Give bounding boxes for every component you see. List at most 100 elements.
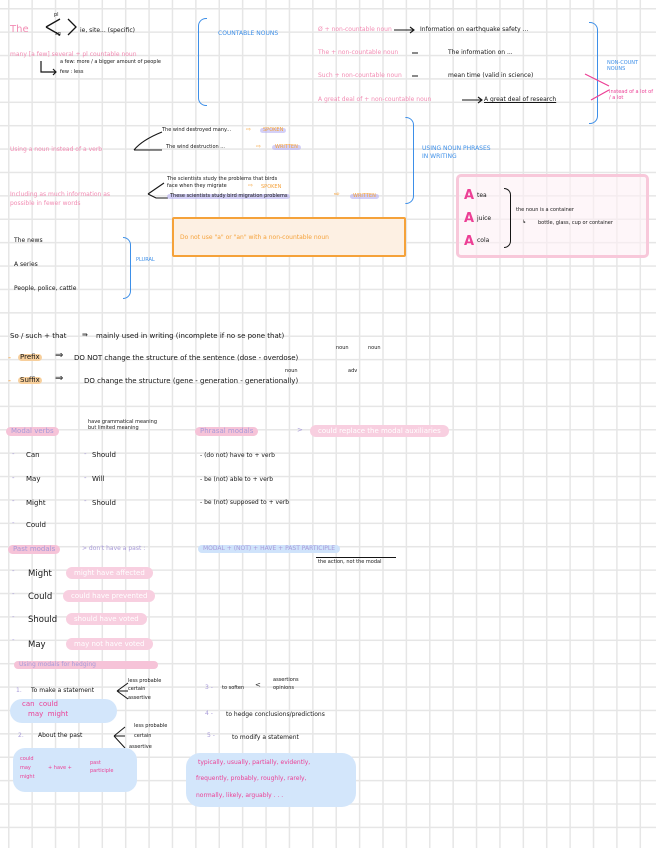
level-assertive: assertive	[128, 695, 151, 701]
level-certain-2: certain	[134, 733, 152, 739]
tag-spoken-2: SPOKEN	[261, 184, 282, 190]
countable-brace-icon	[198, 18, 207, 106]
so-such-rest: mainly used in writing (incomplete if no…	[96, 332, 285, 340]
past-modal-could: Could	[28, 592, 53, 602]
past-participle-1: past	[90, 760, 101, 766]
suffix-rest: DO change the structure (gene - generati…	[84, 377, 299, 385]
container-note-1: the noun is a container	[516, 207, 574, 213]
bullet-dash: -	[12, 450, 15, 458]
past-modals-heading: Past modals	[8, 545, 61, 554]
phrasal-item-2: - be (not) able to + verb	[200, 476, 274, 483]
noncount-example-3: mean time (valid in science)	[448, 72, 534, 79]
article-a: A	[464, 188, 475, 203]
modal-should: Should	[92, 451, 116, 459]
noun-phrases-brace-icon	[405, 117, 414, 204]
bullet-dash: -	[84, 450, 87, 458]
bullet-dash: -	[84, 474, 87, 482]
tag-written: WRITTEN	[272, 145, 301, 150]
bullet-dash: -	[12, 567, 15, 575]
hedging-heading: Using modals for hedging	[14, 661, 158, 669]
hedging-num-2: 2.	[18, 732, 24, 739]
past-modal-example-4: may not have voted	[66, 638, 153, 650]
example-2b: These scientists study bird migration pr…	[167, 194, 291, 199]
past-modal-highlight-box	[13, 748, 137, 792]
noun-phrase-rule-1: Using a noun instead of a verb	[10, 146, 103, 153]
the-examples: ie, site... (specific)	[80, 27, 135, 34]
instead-note: Instead of a lot of / a lot	[609, 89, 653, 101]
level-certain: certain	[128, 686, 146, 692]
hedging-modals-b: may might	[28, 710, 69, 718]
modal-will: Will	[92, 475, 105, 483]
arrow-icon: ⇨	[256, 143, 262, 150]
modal-might: Might	[26, 499, 46, 507]
noun-phrase-rule-2-line2: possible in fewer words	[10, 200, 81, 207]
level-less-probable-2: less probable	[134, 723, 168, 729]
noncount-rule-2: The + non-countable noun	[318, 49, 399, 56]
noncount-example-2: The information on ...	[448, 49, 513, 56]
example-2a-line1: The scientists study the problems that b…	[167, 176, 278, 182]
phrasal-arrow: >	[297, 426, 303, 434]
branch-arrows-icon	[45, 18, 77, 36]
noncount-rule-1: Ø + non-countable noun	[318, 26, 392, 33]
the-label: The	[10, 24, 29, 35]
container-note-2: bottle, glass, cup or container	[538, 220, 613, 226]
past-modal-could: could	[20, 756, 34, 762]
split-lines-icon	[133, 131, 163, 151]
past-modal-example-3: should have voted	[66, 613, 147, 625]
branch-icon	[116, 682, 129, 700]
hedging-num-5: 5 -	[207, 732, 215, 739]
branch-icon	[113, 726, 126, 749]
phrasal-item-1: - (do not) have to + verb	[200, 452, 275, 459]
past-modal-example-1: might have affected	[66, 567, 153, 579]
adverbs-line-3: normally, likely, arguably . . .	[196, 792, 284, 799]
phrasal-note-pill: could replace the modal auxiliaries	[310, 425, 449, 437]
prefix-label: Prefix	[18, 353, 42, 361]
modal-highlight-box	[10, 699, 117, 723]
formula-note: the action, not the modal	[318, 559, 382, 565]
adv-tag: adv	[348, 368, 358, 374]
article-a: A	[464, 211, 475, 226]
suffix-label: Suffix	[18, 376, 42, 384]
container-item-cola: cola	[477, 237, 490, 244]
container-item-tea: tea	[477, 192, 487, 199]
hedging-item-4: to hedge conclusions/predictions	[226, 711, 325, 718]
underline-divider	[316, 557, 396, 558]
bullet-dash: -	[12, 590, 15, 598]
hedging-num-4: 4 -	[205, 710, 213, 717]
level-less-probable: less probable	[128, 678, 162, 684]
past-modals-subtitle: > don't have a past :	[82, 545, 146, 552]
hedging-item-2: About the past	[38, 732, 83, 739]
a-few-note: a few: more / a bigger amount of people	[60, 59, 161, 65]
container-brace-icon	[504, 188, 511, 248]
warning-text: Do not use "a" or "an" with a non-counta…	[180, 233, 329, 241]
warning-box: Do not use "a" or "an" with a non-counta…	[172, 217, 406, 257]
noncount-rule-3: Such + non-countable noun	[318, 72, 402, 79]
arrow-icon	[40, 61, 57, 76]
plural-item-people: People, police, cattle	[14, 285, 77, 292]
plural-brace-icon	[123, 237, 131, 299]
tag-spoken: SPOKEN	[260, 128, 287, 133]
pointer-lines-icon	[584, 73, 610, 101]
bullet-dash: -	[12, 636, 15, 644]
noun-tag: noun	[336, 345, 349, 351]
noncount-example-4: A great deal of research	[484, 96, 557, 103]
arrow-icon: ↳	[522, 219, 527, 225]
countable-brace-label: COUNTABLE NOUNS	[218, 30, 279, 37]
past-modal-may: May	[28, 640, 46, 650]
soften-opinions: opinions	[273, 685, 295, 691]
arrow-icon: ⇨	[246, 126, 252, 133]
past-modal-example-2: could have prevented	[63, 590, 156, 602]
past-modals-formula: MODAL + (NOT) + HAVE + PAST PARTICIPLE	[198, 545, 341, 553]
split-lines-icon	[147, 182, 168, 199]
bullet-dash: -	[84, 497, 87, 505]
hedging-num-3: 3 -	[205, 684, 213, 691]
example-2a-line2: face when they migrate	[167, 183, 227, 189]
modal-can: Can	[26, 451, 40, 459]
bullet-dash: -	[8, 353, 12, 363]
branch-top: pl	[54, 12, 59, 18]
bullet-dash: -	[12, 474, 15, 482]
noun-phrase-rule-2-line1: Including as much information as	[10, 191, 111, 198]
container-item-juice: juice	[477, 215, 492, 222]
past-modal-should: Should	[28, 615, 58, 625]
phrasal-modals-heading: Phrasal modals	[195, 427, 259, 436]
